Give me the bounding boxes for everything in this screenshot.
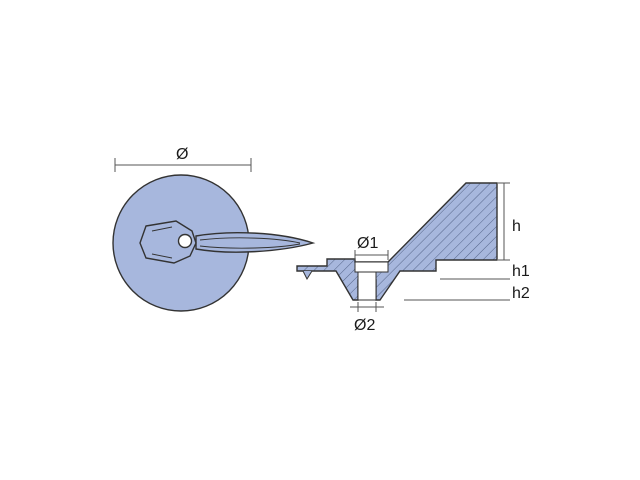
bore-shaft — [357, 271, 377, 301]
anode-section — [296, 182, 498, 301]
mounting-boss — [139, 220, 197, 264]
height2-dimension: h2 — [404, 285, 530, 302]
fin-contour-line-lower — [199, 243, 301, 249]
diameter2-dimension: Ø2 — [350, 302, 384, 334]
height-dimension: h — [498, 182, 521, 261]
boss-inner-edge — [151, 226, 173, 259]
diameter1-dimension: Ø1 — [354, 235, 389, 260]
diameter-label: Ø — [176, 146, 188, 163]
anode-fin — [195, 231, 316, 253]
height1-dimension: h1 — [440, 263, 530, 280]
height1-label: h1 — [512, 263, 530, 280]
height2-label: h2 — [512, 285, 530, 302]
side-view: Ø1 Ø2 h h1 h2 — [296, 182, 530, 334]
mounting-hole — [177, 233, 193, 249]
fin-contour-line — [199, 237, 301, 244]
mounting-lip — [302, 270, 313, 281]
diameter1-label: Ø1 — [357, 235, 378, 252]
diameter2-label: Ø2 — [354, 317, 375, 334]
diameter-dimension: Ø — [114, 146, 252, 172]
height-label: h — [512, 218, 521, 235]
front-view: Ø — [112, 146, 316, 312]
bore-hole — [354, 261, 389, 273]
